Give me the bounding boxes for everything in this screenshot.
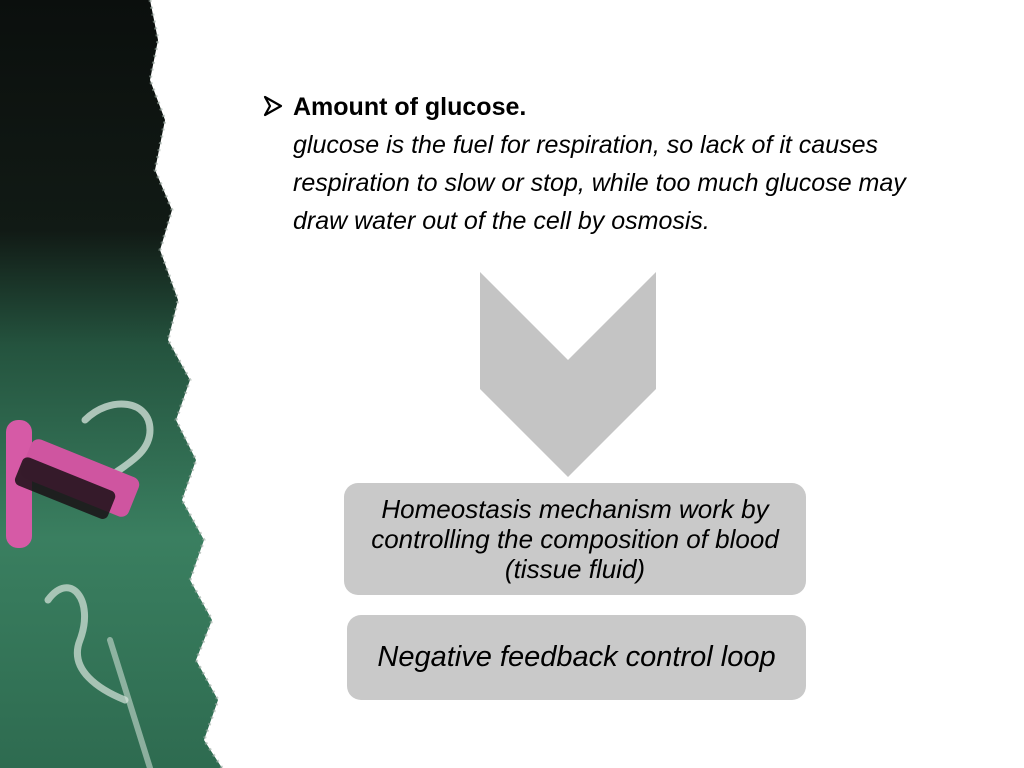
bullet-point: Amount of glucose. glucose is the fuel f… — [262, 88, 962, 240]
bullet-text: Amount of glucose. glucose is the fuel f… — [293, 88, 962, 240]
chalk-sticks — [6, 420, 140, 548]
chevron-down-icon — [480, 272, 656, 477]
chalkboard-decoration — [0, 0, 224, 768]
negative-feedback-box: Negative feedback control loop — [347, 615, 806, 700]
negative-feedback-box-text: Negative feedback control loop — [377, 641, 776, 673]
bullet-body: glucose is the fuel for respiration, so … — [293, 131, 906, 235]
homeostasis-box: Homeostasis mechanism work by controllin… — [344, 483, 806, 595]
homeostasis-box-text: Homeostasis mechanism work by controllin… — [371, 494, 779, 584]
arrowhead-bullet-icon — [263, 95, 283, 117]
bullet-heading: Amount of glucose. — [293, 93, 527, 121]
